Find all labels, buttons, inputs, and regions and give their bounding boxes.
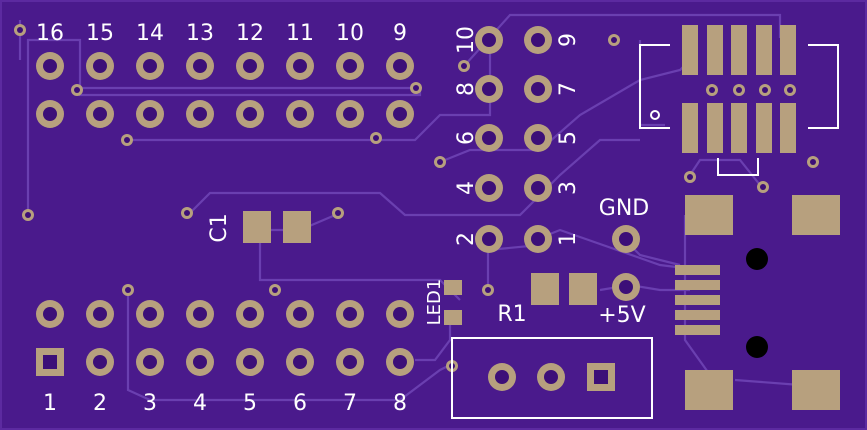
led1-pads bbox=[444, 280, 462, 325]
ic-pads bbox=[682, 25, 796, 153]
bottom-header-labels: 1 2 3 4 5 6 7 8 bbox=[43, 391, 407, 416]
pin-label-5: 5 bbox=[243, 391, 257, 416]
jumper-label-7: 7 bbox=[556, 82, 581, 96]
pin-label-6: 6 bbox=[293, 391, 307, 416]
jumper-label-1: 1 bbox=[556, 232, 581, 246]
gnd-label: GND bbox=[599, 196, 649, 221]
pin-label-15: 15 bbox=[86, 21, 114, 46]
pin-label-1: 1 bbox=[43, 391, 57, 416]
vcc-label: +5V bbox=[598, 303, 645, 328]
jumper-label-9: 9 bbox=[556, 33, 581, 47]
pin-label-4: 4 bbox=[193, 391, 207, 416]
c1-pads bbox=[243, 211, 311, 243]
usb-mount-holes bbox=[746, 248, 768, 358]
jumper-label-3: 3 bbox=[556, 181, 581, 195]
header-3pin bbox=[451, 337, 653, 419]
pin-label-13: 13 bbox=[186, 21, 214, 46]
jumper-label-6: 6 bbox=[454, 131, 479, 145]
pin-label-12: 12 bbox=[236, 21, 264, 46]
jumper-label-2: 2 bbox=[454, 232, 479, 246]
pin-label-3: 3 bbox=[143, 391, 157, 416]
c1-label: C1 bbox=[207, 213, 232, 242]
led1-label: LED1 bbox=[424, 279, 445, 326]
top-header-labels: 16 15 14 13 12 11 10 9 bbox=[36, 21, 407, 46]
pin-label-8: 8 bbox=[393, 391, 407, 416]
pin-label-2: 2 bbox=[93, 391, 107, 416]
jumper-label-5: 5 bbox=[556, 131, 581, 145]
jumper-left-labels: 10 8 6 4 2 bbox=[454, 26, 479, 246]
pin-label-14: 14 bbox=[136, 21, 164, 46]
jumper-label-10: 10 bbox=[454, 26, 479, 54]
jumper-right-labels: 9 7 5 3 1 bbox=[556, 33, 581, 246]
pin-label-7: 7 bbox=[343, 391, 357, 416]
r1-pads bbox=[531, 273, 597, 305]
ic-outline bbox=[639, 44, 839, 176]
pin-label-9: 9 bbox=[393, 21, 407, 46]
jumper-label-4: 4 bbox=[454, 181, 479, 195]
bottom-header-row2-pads bbox=[36, 348, 414, 376]
pin-label-16: 16 bbox=[36, 21, 64, 46]
pin-label-10: 10 bbox=[336, 21, 364, 46]
usb-connector-pads bbox=[675, 195, 840, 410]
jumper-label-8: 8 bbox=[454, 82, 479, 96]
r1-label: R1 bbox=[497, 302, 526, 327]
pin-label-11: 11 bbox=[286, 21, 314, 46]
